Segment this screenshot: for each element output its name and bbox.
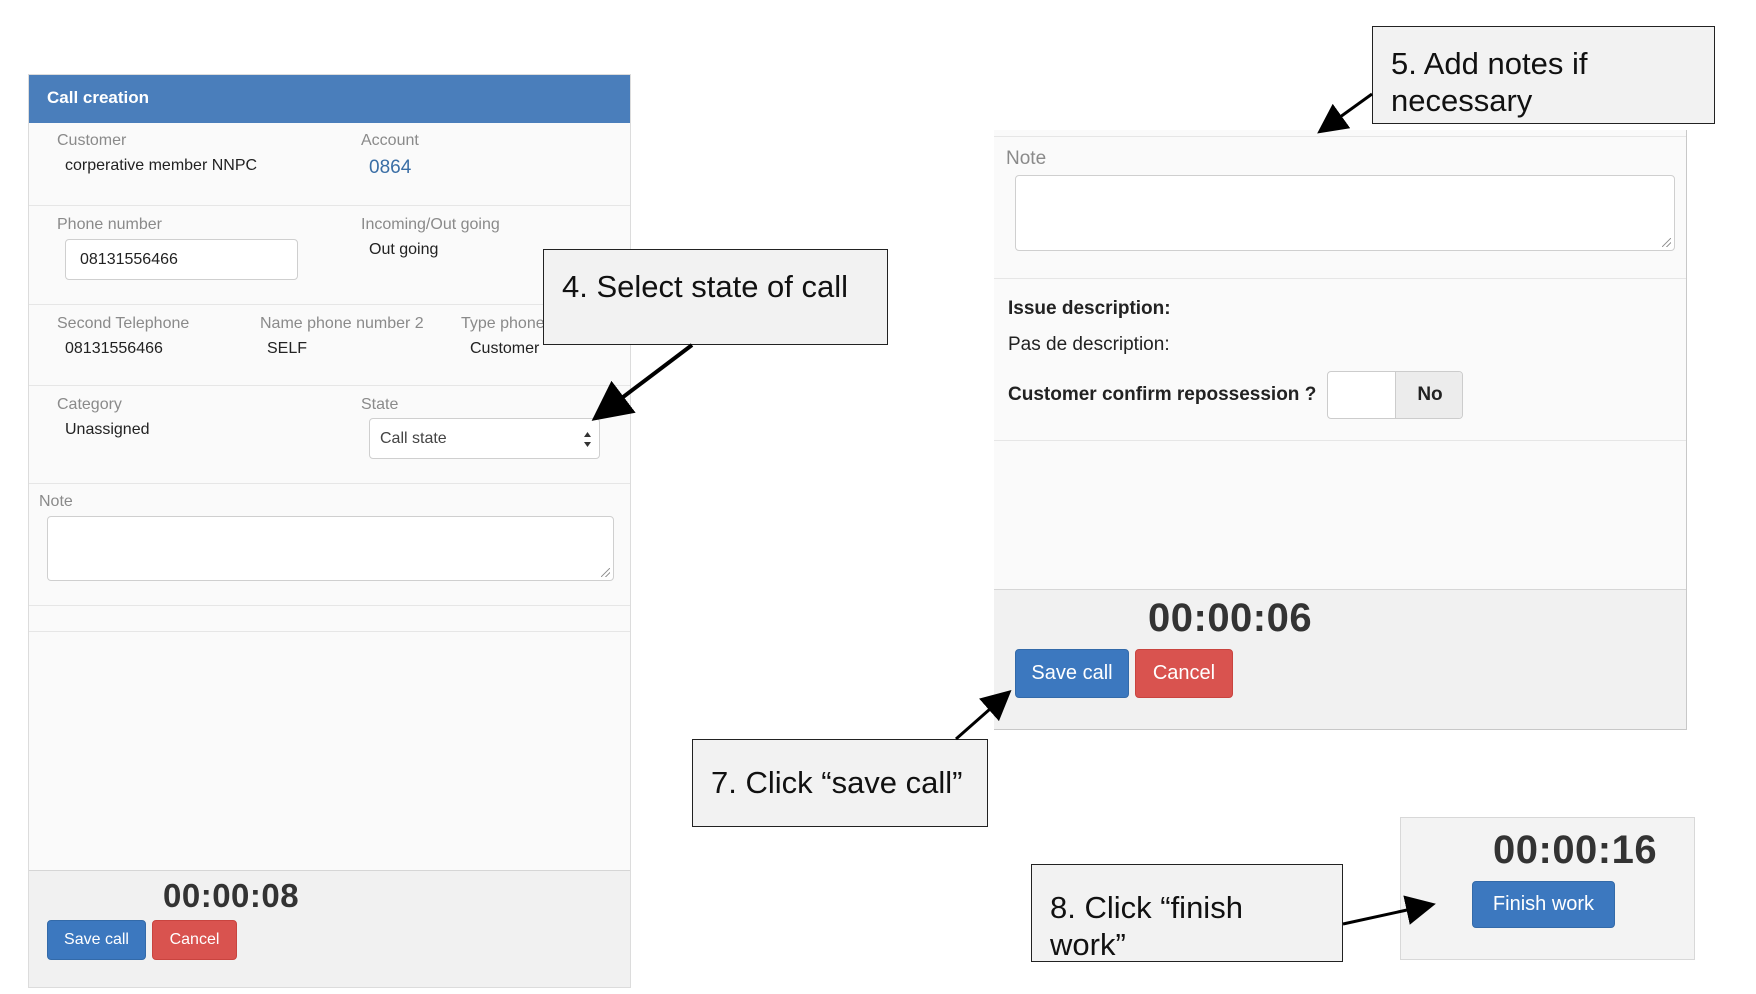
- note-textarea[interactable]: [1015, 175, 1675, 251]
- callout-step-4: 4. Select state of call: [543, 249, 888, 345]
- issue-description-text: Pas de description:: [1008, 334, 1170, 355]
- phone-number-input[interactable]: 08131556466: [65, 239, 298, 280]
- note-label: Note: [39, 493, 73, 510]
- finish-work-panel: 00:00:16 Finish work: [1400, 817, 1695, 960]
- call-footer: 00:00:08 Save call Cancel: [29, 870, 630, 987]
- select-arrows-icon: [584, 432, 591, 447]
- note-label: Note: [1006, 148, 1047, 169]
- divider: [994, 440, 1686, 441]
- call-creation-panel: Call creation Customer corperative membe…: [28, 74, 631, 988]
- arrow-pointer-icon: [1342, 895, 1436, 926]
- callout-step-7: 7. Click “save call”: [692, 739, 988, 827]
- divider: [29, 483, 630, 484]
- state-label: State: [361, 396, 399, 413]
- toggle-no[interactable]: No: [1395, 372, 1462, 418]
- customer-value: corperative member NNPC: [65, 157, 258, 174]
- arrow-pointer-icon: [955, 690, 1012, 741]
- panel-header: Call creation: [29, 75, 630, 123]
- type-phone-value: Customer: [470, 340, 540, 357]
- name-phone-2-value: SELF: [267, 340, 308, 357]
- account-label: Account: [361, 132, 419, 149]
- work-timer: 00:00:16: [1493, 828, 1658, 872]
- call-timer: 00:00:08: [163, 877, 300, 914]
- call-footer: 00:00:06 Save call Cancel: [994, 589, 1686, 730]
- repossession-toggle[interactable]: No: [1327, 371, 1463, 419]
- note-textarea[interactable]: [47, 516, 614, 581]
- direction-label: Incoming/Out going: [361, 216, 500, 233]
- category-value: Unassigned: [65, 421, 150, 438]
- resize-grip-icon[interactable]: [1662, 238, 1671, 247]
- divider: [29, 304, 630, 305]
- cancel-button[interactable]: Cancel: [152, 920, 237, 960]
- save-call-button[interactable]: Save call: [47, 920, 146, 960]
- second-telephone-label: Second Telephone: [57, 315, 190, 332]
- customer-label: Customer: [57, 132, 127, 149]
- call-timer: 00:00:06: [1148, 596, 1313, 640]
- divider: [29, 205, 630, 206]
- save-call-button[interactable]: Save call: [1015, 649, 1129, 698]
- divider: [994, 136, 1686, 137]
- divider: [994, 278, 1686, 279]
- second-telephone-value: 08131556466: [65, 340, 163, 357]
- type-phone-label: Type phone: [461, 315, 545, 332]
- direction-value: Out going: [369, 241, 439, 258]
- finish-work-button[interactable]: Finish work: [1472, 881, 1615, 928]
- divider: [29, 385, 630, 386]
- call-state-selected: Call state: [380, 430, 447, 447]
- name-phone-2-label: Name phone number 2: [260, 315, 424, 332]
- call-state-select[interactable]: Call state: [369, 418, 600, 459]
- arrow-pointer-icon: [1317, 92, 1373, 134]
- issue-description-title: Issue description:: [1008, 298, 1171, 319]
- callout-step-5: 5. Add notes if necessary: [1372, 26, 1715, 124]
- account-link[interactable]: 0864: [369, 157, 412, 178]
- repossession-label: Customer confirm repossession ?: [1008, 384, 1317, 405]
- phone-number-value: 08131556466: [80, 251, 178, 268]
- phone-number-label: Phone number: [57, 216, 162, 233]
- category-label: Category: [57, 396, 122, 413]
- callout-step-8: 8. Click “finish work”: [1031, 864, 1343, 962]
- resize-grip-icon[interactable]: [601, 568, 610, 577]
- divider: [29, 631, 630, 632]
- cancel-button[interactable]: Cancel: [1135, 649, 1233, 698]
- divider: [29, 605, 630, 606]
- arrow-pointer-icon: [591, 343, 694, 421]
- call-detail-panel: Note Issue description: Pas de descripti…: [994, 130, 1687, 730]
